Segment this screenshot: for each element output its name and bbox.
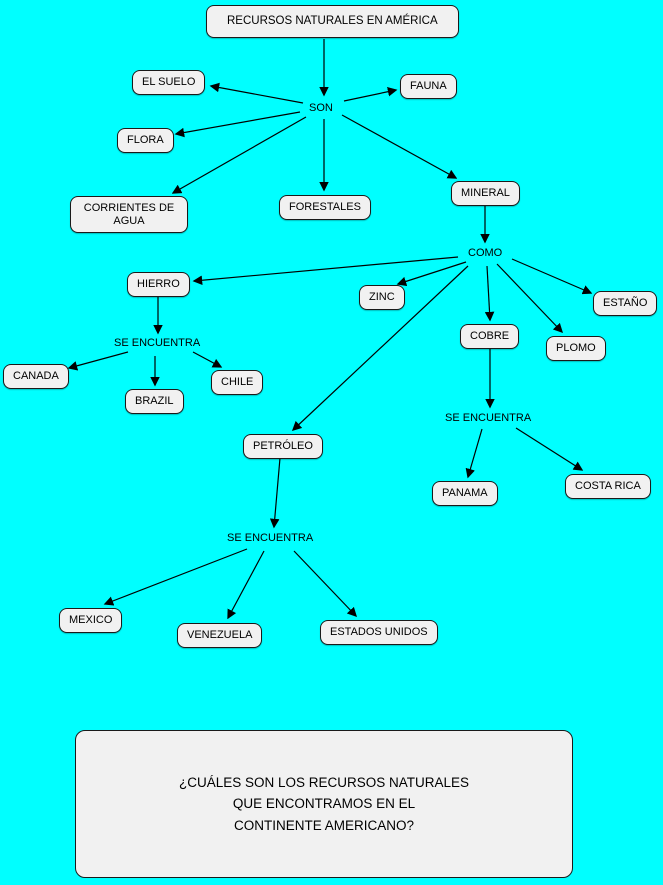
arrow-como-to-estano	[511, 258, 593, 295]
node-fauna[interactable]: FAUNA	[400, 74, 457, 99]
link-label-son[interactable]: SON	[309, 102, 333, 114]
arrow-se2-to-costa-rica	[515, 427, 584, 471]
node-canada[interactable]: CANADA	[3, 364, 69, 389]
link-label-como[interactable]: COMO	[468, 247, 503, 259]
arrow-se3-to-mexico	[103, 548, 248, 606]
arrow-como-to-plomo	[496, 263, 563, 334]
question-line-2: QUE ENCONTRAMOS EN EL	[232, 796, 416, 812]
node-zinc[interactable]: ZINC	[359, 285, 405, 310]
node-petroleo[interactable]: PETRÓLEO	[243, 434, 323, 459]
node-cobre[interactable]: COBRE	[460, 324, 520, 349]
link-label-se-encuentra-cobre[interactable]: SE ENCUENTRA	[445, 412, 532, 424]
node-mineral[interactable]: MINERAL	[451, 181, 520, 206]
node-corrientes-de-agua[interactable]: CORRIENTES DE AGUA	[70, 196, 188, 234]
arrow-como-to-cobre	[484, 265, 495, 322]
arrow-se3-to-venezuela	[227, 550, 265, 620]
node-panama[interactable]: PANAMA	[432, 481, 498, 506]
node-el-suelo[interactable]: EL SUELO	[132, 70, 206, 95]
node-venezuela[interactable]: VENEZUELA	[177, 623, 263, 648]
node-mexico[interactable]: MEXICO	[59, 608, 123, 633]
link-label-se-encuentra-hierro[interactable]: SE ENCUENTRA	[114, 337, 201, 349]
question-box: ¿CUÁLES SON LOS RECURSOS NATURALES QUE E…	[75, 730, 573, 878]
arrow-son-to-corrientes	[171, 116, 307, 194]
question-line-1: ¿CUÁLES SON LOS RECURSOS NATURALES	[178, 774, 470, 790]
arrow-se1-to-chile	[192, 351, 223, 368]
link-label-se-encuentra-petroleo[interactable]: SE ENCUENTRA	[227, 532, 314, 544]
node-brazil[interactable]: BRAZIL	[125, 389, 184, 414]
node-chile[interactable]: CHILE	[211, 370, 264, 395]
node-plomo[interactable]: PLOMO	[546, 336, 606, 361]
arrow-son-to-fauna	[343, 86, 398, 102]
node-flora[interactable]: FLORA	[117, 128, 174, 153]
arrow-se1-to-canada	[67, 351, 129, 371]
node-forestales[interactable]: FORESTALES	[279, 195, 371, 220]
arrow-como-to-zinc	[396, 261, 467, 287]
node-recursos-naturales-title[interactable]: RECURSOS NATURALES EN AMÉRICA	[206, 5, 459, 39]
arrow-son-to-mineral	[341, 114, 458, 179]
question-line-3: CONTINENTE AMERICANO?	[233, 817, 415, 833]
arrow-como-to-hierro	[192, 256, 459, 286]
arrow-son-to-el-suelo	[209, 82, 304, 104]
node-hierro[interactable]: HIERRO	[127, 272, 190, 297]
node-costa-rica[interactable]: COSTA RICA	[565, 474, 651, 499]
arrow-son-to-flora	[174, 111, 301, 138]
arrow-petroleo-to-se-encuentra-3	[269, 457, 281, 529]
arrow-se2-to-panama	[465, 428, 483, 479]
arrow-se3-to-estados-unidos	[293, 550, 357, 618]
node-estano[interactable]: ESTAÑO	[593, 291, 658, 316]
node-estados-unidos[interactable]: ESTADOS UNIDOS	[320, 620, 438, 645]
